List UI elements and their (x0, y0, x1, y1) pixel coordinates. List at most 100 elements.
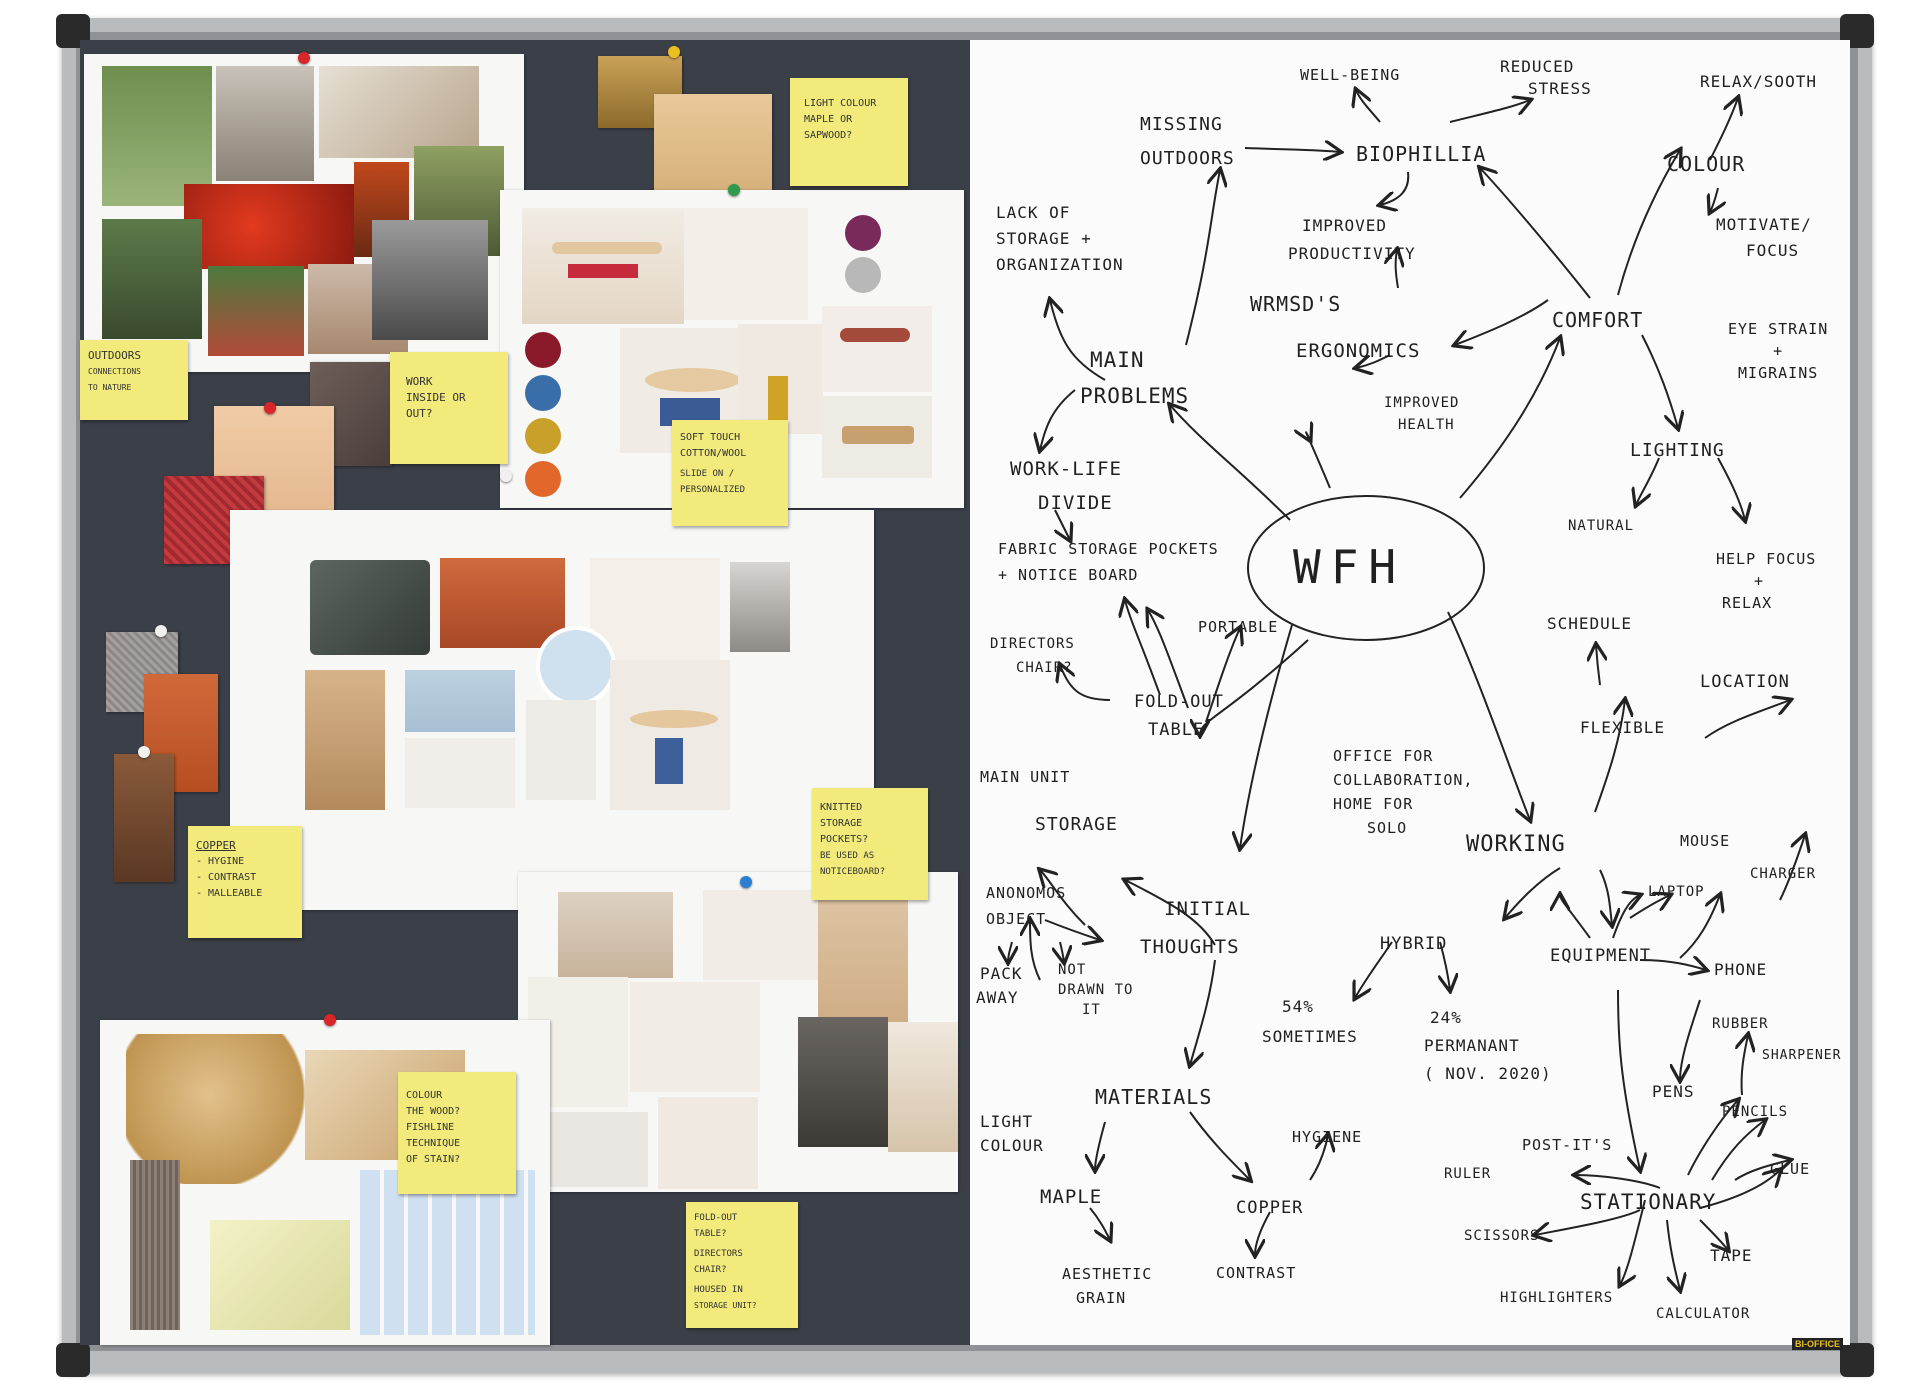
node-stationary: STATIONARY (1580, 1190, 1717, 1214)
note-line: DIRECTORS (694, 1249, 743, 1259)
maple-swatch (654, 94, 772, 194)
node-not-drawn: NOT DRAWN TO IT (1058, 962, 1134, 1018)
node-pencils: PENCILS (1722, 1104, 1789, 1120)
note-line: STORAGE (820, 818, 863, 829)
node-working: WORKING (1466, 832, 1566, 857)
node-directors-chair: DIRECTORS CHAIR? (990, 636, 1075, 676)
node-eye-strain: EYE STRAIN + MIGRAINS (1728, 320, 1829, 382)
photo-stain-samples (126, 1034, 336, 1184)
photo-phone (310, 560, 430, 655)
sticky-note-outdoors: OUTDOORS CONNECTIONS TO NATURE (80, 340, 188, 420)
node-sometimes: 54% SOMETIMES (1262, 997, 1358, 1046)
push-pin (298, 52, 310, 64)
node-maple: MAPLE (1040, 1186, 1103, 1208)
node-work-life-divide: WORK-LIFE DIVIDE (1010, 458, 1122, 514)
node-permanent: 24% PERMANANT ( NOV. 2020) (1424, 1008, 1552, 1083)
node-ruler: RULER (1444, 1166, 1492, 1182)
note-line: SLIDE ON / (680, 469, 735, 479)
note-line: - CONTRAST (196, 872, 257, 883)
push-pin (155, 625, 167, 637)
wood-swatch-dark (114, 754, 174, 882)
node-lack-of-storage: LACK OF STORAGE + ORGANIZATION (996, 203, 1124, 274)
node-pens: PENS (1652, 1082, 1695, 1101)
node-hygiene: HYGIENE (1292, 1128, 1363, 1146)
node-natural: NATURAL (1568, 518, 1635, 534)
note-line: TABLE? (694, 1229, 727, 1239)
node-light-colour: LIGHT COLOUR (980, 1112, 1044, 1155)
node-ergonomics: ERGONOMICS (1296, 340, 1421, 362)
photo-felt-leg (730, 562, 790, 652)
node-anonomos-object: ANONOMOS OBJECT (986, 884, 1067, 928)
push-pin (500, 470, 512, 482)
node-improved-productivity: IMPROVED PRODUCTIVITY (1288, 216, 1416, 263)
node-pack-away: PACK AWAY (976, 964, 1023, 1007)
node-main-unit: MAIN UNIT (980, 768, 1071, 786)
note-line: COPPER (196, 839, 236, 852)
note-line: OUTDOORS (88, 349, 141, 362)
photo-colour-grid (360, 1170, 535, 1335)
node-help-focus: HELP FOCUS + RELAX (1716, 550, 1817, 612)
node-mouse: MOUSE (1680, 832, 1731, 850)
note-line: SOFT TOUCH (680, 432, 741, 443)
photo-wall-units (798, 1017, 888, 1147)
node-portable: PORTABLE (1198, 618, 1279, 636)
note-line: NOTICEBOARD? (820, 867, 886, 877)
note-line: FOLD-OUT (694, 1213, 738, 1223)
node-aesthetic-grain: AESTHETIC GRAIN (1062, 1265, 1153, 1307)
photo-lamp (405, 738, 515, 808)
note-line: HOUSED IN (694, 1285, 743, 1295)
note-line: OUT? (406, 407, 433, 420)
photo-sketch-circle (540, 630, 612, 702)
node-phone: PHONE (1714, 960, 1768, 979)
note-line: FISHLINE (406, 1122, 455, 1133)
note-line: CHAIR? (694, 1265, 727, 1275)
note-line: - MALLEABLE (196, 888, 263, 899)
photo-plant (526, 700, 596, 800)
node-biophillia: BIOPHILLIA (1356, 142, 1487, 166)
photo-red-leaves (184, 184, 354, 269)
palette-swatch (845, 257, 881, 293)
node-contrast: CONTRAST (1216, 1264, 1297, 1282)
note-line: OF STAIN? (406, 1154, 461, 1165)
node-materials: MATERIALS (1095, 1085, 1213, 1109)
sticky-note-light-colour: LIGHT COLOUR MAPLE OR SAPWOOD? (790, 78, 908, 186)
node-fabric-storage: FABRIC STORAGE POCKETS + NOTICE BOARD (998, 540, 1219, 584)
note-line: WORK (406, 375, 433, 388)
note-line: COLOUR (406, 1090, 443, 1101)
photo-side-table (658, 1097, 758, 1189)
photo-mini-stool (822, 306, 932, 392)
photo-bent-wood (822, 396, 932, 478)
palette-swatch (845, 215, 881, 251)
photo-shelf (440, 558, 565, 648)
photo-balcony (208, 266, 304, 356)
photo-stands (703, 890, 818, 980)
photo-tool-wall (888, 1022, 958, 1152)
node-office-for: OFFICE FOR COLLABORATION, HOME FOR SOLO (1333, 747, 1474, 837)
palette-swatch (525, 418, 561, 454)
photo-window-sit (216, 66, 314, 181)
photo-elderly-man (372, 220, 488, 340)
note-line: PERSONALIZED (680, 485, 746, 495)
sticky-note-soft-touch: SOFT TOUCH COTTON/WOOL SLIDE ON / PERSON… (672, 420, 788, 526)
node-reduced-stress: REDUCED STRESS (1500, 57, 1592, 98)
palette-swatch (525, 332, 561, 368)
whiteboard-surface (970, 40, 1850, 1345)
note-line: SAPWOOD? (804, 130, 853, 141)
node-missing-outdoors: MISSING OUTDOORS (1140, 114, 1235, 169)
node-calculator: CALCULATOR (1656, 1306, 1751, 1322)
note-line: LIGHT COLOUR (804, 98, 877, 109)
sticky-note-fold-out: FOLD-OUT TABLE? DIRECTORS CHAIR? HOUSED … (686, 1202, 798, 1328)
corkboard: OUTDOORS CONNECTIONS TO NATURE WORK INSI… (80, 40, 970, 1345)
node-equipment: EQUIPMENT (1550, 946, 1652, 966)
mind-map-center: WFH (1293, 540, 1407, 594)
palette-swatch (525, 375, 561, 411)
push-pin (264, 402, 276, 414)
photo-tripod-legs (684, 208, 808, 320)
photo-interior (319, 66, 479, 158)
note-line: TECHNIQUE (406, 1138, 461, 1149)
nature-collage-sheet (84, 54, 524, 372)
photo-wood-grain (130, 1160, 180, 1330)
photo-cart (548, 1112, 648, 1187)
node-comfort: COMFORT (1552, 308, 1644, 332)
